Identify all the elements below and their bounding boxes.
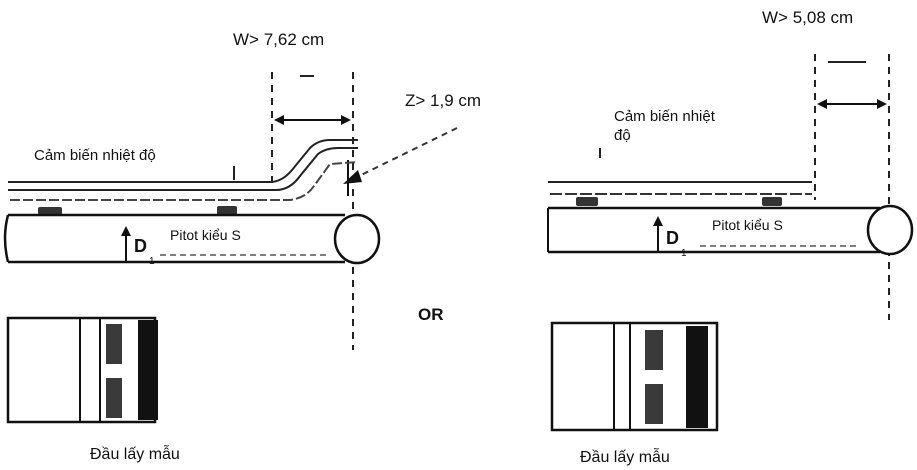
or-connector-label: OR <box>418 305 444 324</box>
right-d1-arrowhead <box>653 216 663 226</box>
left-d1-label: D <box>134 236 147 256</box>
left-z-arrowhead <box>343 170 362 184</box>
left-sensor-clip-2 <box>217 206 237 215</box>
right-width-label: W> 5,08 cm <box>762 8 853 27</box>
right-sampling-head-label: Đầu lấy mẫu <box>580 447 670 466</box>
left-pitot-tube <box>8 213 345 264</box>
left-temp-sensor-shadow <box>10 161 359 201</box>
left-width-arrowhead-left <box>274 115 284 125</box>
left-pitot-tube-end <box>333 213 381 265</box>
right-temp-sensor-label-line1: Cảm biến nhiệt <box>614 108 716 125</box>
right-temp-sensor-label-line2: độ <box>614 127 631 144</box>
left-temp-sensor-line-lower <box>8 147 358 191</box>
right-pitot-label: Pitot kiểu S <box>712 217 783 233</box>
left-sensor-clip-1 <box>38 207 62 215</box>
left-figure: W> 7,62 cm Z> 1,9 cm Cảm biến nhiệt độ <box>3 30 481 463</box>
right-figure: W> 5,08 cm Cảm biến nhiệt độ D 1 Pitot k… <box>547 8 914 466</box>
right-pitot-tube-end <box>866 204 914 256</box>
right-sensor-clip-1 <box>576 197 598 206</box>
left-d1-subscript: 1 <box>149 256 155 267</box>
right-sensor-clip-2 <box>762 197 782 206</box>
left-temp-sensor-label: Cảm biến nhiệt độ <box>34 147 156 164</box>
left-z-arrow-line <box>354 127 458 179</box>
right-width-arrowhead-left <box>817 99 827 109</box>
left-sampling-head <box>6 316 158 424</box>
left-z-label: Z> 1,9 cm <box>405 91 481 110</box>
left-pitot-tube-left-end <box>3 214 10 263</box>
right-d1-label: D <box>666 228 679 248</box>
right-d1-subscript: 1 <box>681 248 687 259</box>
left-d1-arrowhead <box>121 226 131 236</box>
right-sampling-head <box>550 321 719 432</box>
left-pitot-label: Pitot kiểu S <box>170 227 241 243</box>
left-temp-sensor-line <box>8 139 358 183</box>
left-width-arrowhead-right <box>341 115 351 125</box>
left-sampling-head-label: Đầu lấy mẫu <box>90 444 180 463</box>
right-width-arrowhead-right <box>877 99 887 109</box>
left-width-label: W> 7,62 cm <box>233 30 324 49</box>
right-pitot-tube <box>548 206 880 254</box>
